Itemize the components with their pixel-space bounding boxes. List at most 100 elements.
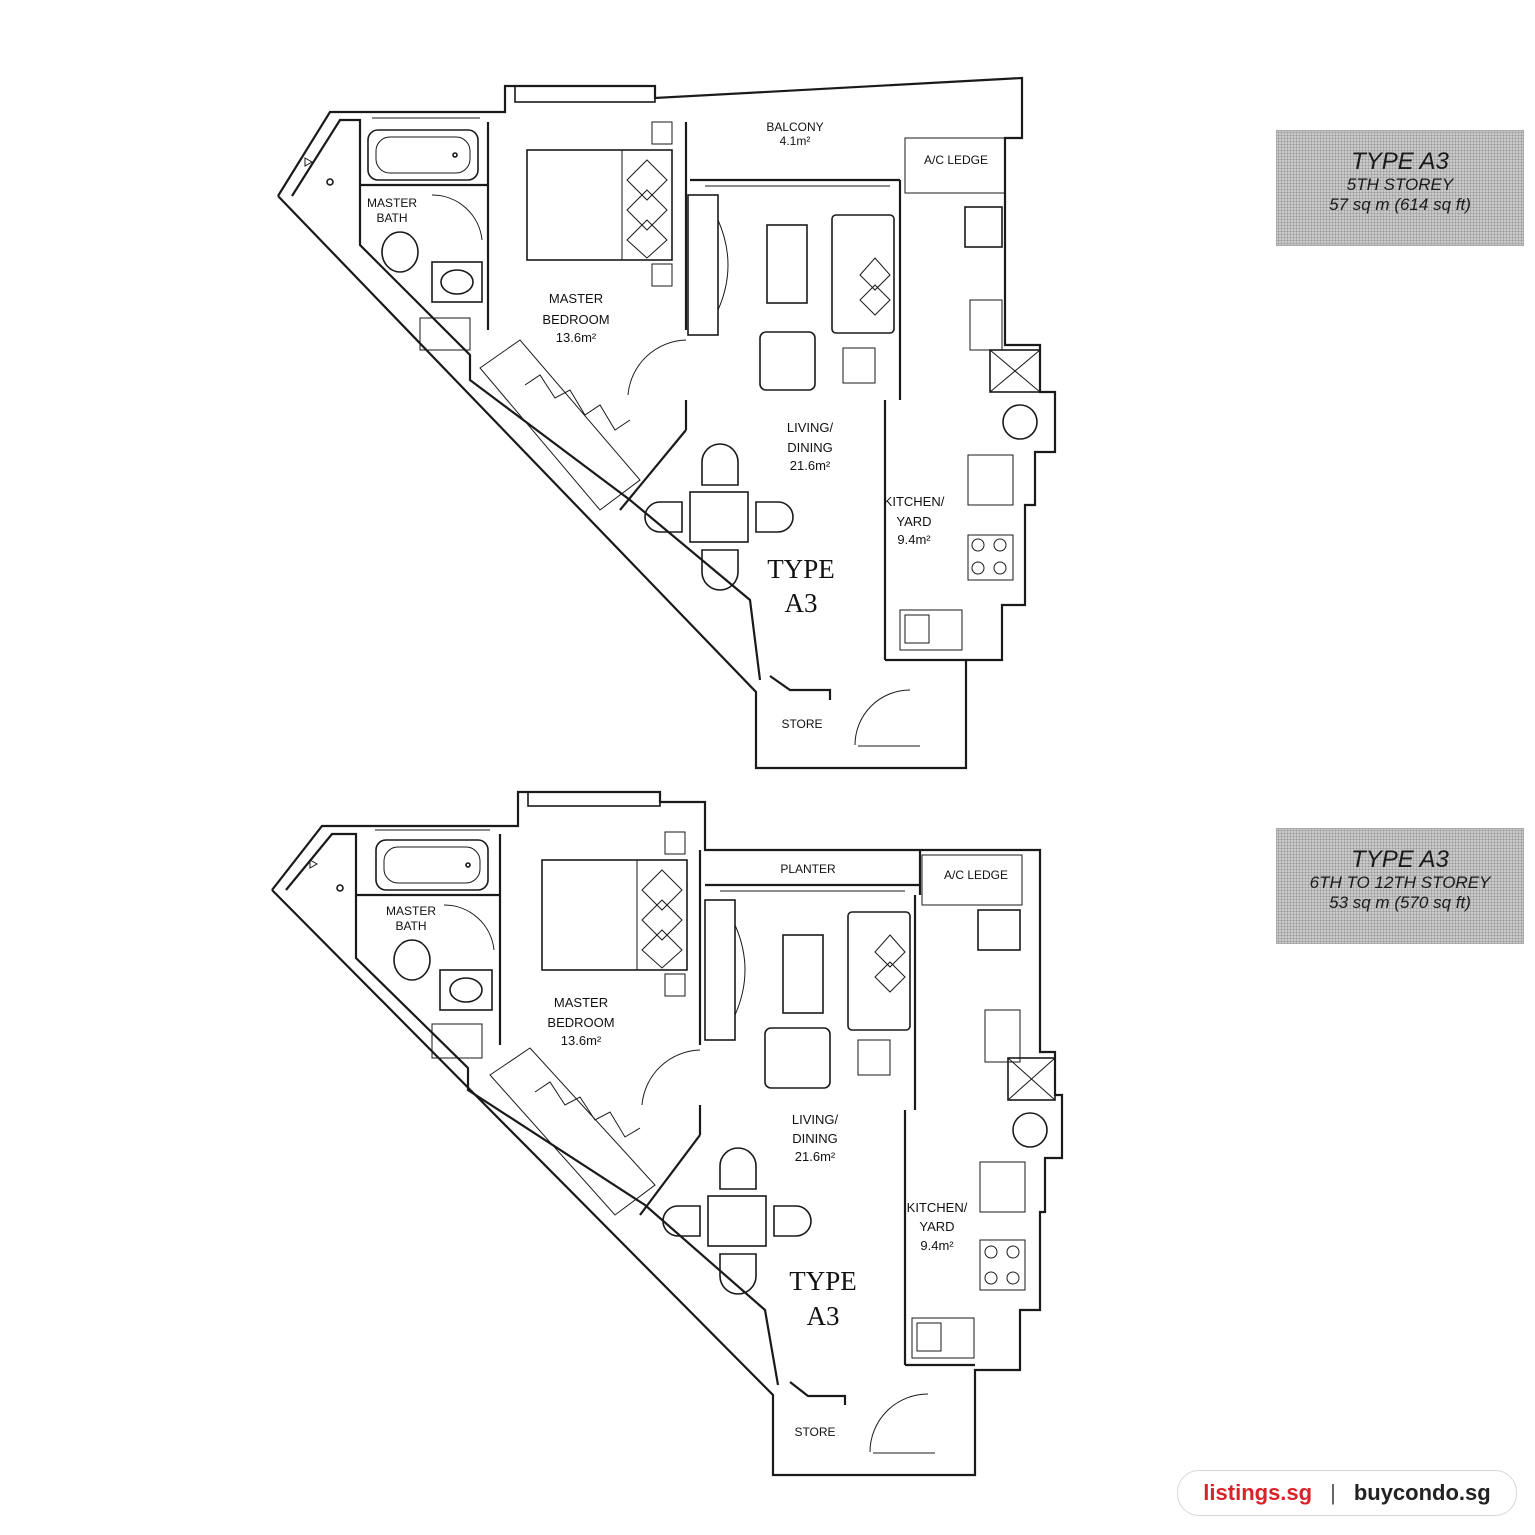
tv-cabinet xyxy=(704,899,736,1041)
burner xyxy=(1006,1271,1020,1285)
side-table xyxy=(664,973,686,997)
wardrobe xyxy=(524,374,631,431)
shower xyxy=(336,884,344,892)
coffee-table xyxy=(782,934,824,1014)
living-dining-label: DINING xyxy=(787,440,833,455)
fridge xyxy=(977,909,1021,951)
cabinet xyxy=(984,1009,1021,1063)
sink xyxy=(911,1317,975,1359)
hob xyxy=(967,534,1014,581)
plate-title: TYPE A3 xyxy=(1351,148,1449,175)
counter xyxy=(967,454,1014,506)
store-label: STORE xyxy=(794,1425,835,1439)
type-label: TYPE xyxy=(789,1266,857,1296)
brand-link-buycondo[interactable]: buycondo.sg xyxy=(1353,1480,1491,1505)
kitchen-yard-label: KITCHEN/ xyxy=(907,1200,968,1215)
chair xyxy=(701,443,739,486)
living-dining-label: DINING xyxy=(792,1131,838,1146)
pillow xyxy=(641,869,683,911)
basin-counter xyxy=(431,261,483,303)
wardrobe xyxy=(489,1047,656,1216)
basin xyxy=(449,977,483,1003)
basin-counter xyxy=(439,969,493,1011)
burner xyxy=(971,561,985,575)
brand-separator: | xyxy=(1330,1480,1336,1505)
chair xyxy=(755,501,794,533)
brand-link-listings[interactable]: listings.sg xyxy=(1203,1480,1313,1505)
pillow xyxy=(626,219,668,259)
burner xyxy=(984,1245,998,1259)
master-bedroom-label: BEDROOM xyxy=(542,312,609,327)
pillow xyxy=(626,189,668,231)
planter-label: PLANTER xyxy=(780,862,836,876)
brand-badge: listings.sg | buycondo.sg xyxy=(1177,1470,1517,1516)
plate-title: TYPE A3 xyxy=(1351,846,1449,873)
master-bedroom-label: BEDROOM xyxy=(547,1015,614,1030)
chair xyxy=(773,1205,812,1237)
pillow xyxy=(641,899,683,941)
door-swing xyxy=(641,1049,701,1106)
cushion xyxy=(859,284,891,316)
bathtub xyxy=(375,839,489,891)
master-bath-label: MASTER xyxy=(367,196,417,210)
side-table xyxy=(857,1039,891,1076)
pillow xyxy=(641,929,683,969)
kitchen-yard-area: 9.4m² xyxy=(897,532,931,547)
chair xyxy=(701,549,739,591)
balcony-label: BALCONY xyxy=(766,120,823,134)
kitchen-yard-area: 9.4m² xyxy=(920,1238,954,1253)
washing-machine xyxy=(1007,1057,1056,1101)
washing-machine xyxy=(989,349,1041,393)
dining-table xyxy=(689,491,749,543)
master-bath-label: MASTER xyxy=(386,904,436,918)
hob xyxy=(979,1239,1026,1291)
wall xyxy=(619,429,687,511)
wardrobe xyxy=(479,339,641,511)
dryer xyxy=(1012,1112,1048,1148)
bed xyxy=(526,149,673,261)
cabinet xyxy=(969,299,1003,351)
ac-ledge xyxy=(904,137,1006,194)
chair xyxy=(644,501,683,533)
cabinet xyxy=(419,317,471,351)
plate-size: 53 sq m (570 sq ft) xyxy=(1329,893,1471,912)
window xyxy=(514,85,656,103)
floor-plan-5th-storey: BALCONY 4.1m² A/C LEDGE MASTER BATH MAST… xyxy=(277,76,1057,770)
master-bath-label: BATH xyxy=(376,211,407,225)
door-swing xyxy=(443,904,495,951)
pillow xyxy=(626,159,668,201)
tv-cabinet xyxy=(687,194,719,336)
shower xyxy=(309,859,319,869)
side-table xyxy=(664,831,686,855)
dryer xyxy=(1002,404,1038,440)
shower xyxy=(326,178,334,186)
type-label: TYPE xyxy=(767,554,835,584)
master-bedroom-label: MASTER xyxy=(549,291,603,306)
door-swing xyxy=(854,689,911,746)
master-bedroom-area: 13.6m² xyxy=(556,330,597,345)
type-plate-5th-storey: TYPE A3 5TH STOREY 57 sq m (614 sq ft) xyxy=(1276,130,1524,246)
type-plate-6th-to-12th-storey: TYPE A3 6TH TO 12TH STOREY 53 sq m (570 … xyxy=(1276,828,1524,944)
chair xyxy=(719,1253,757,1295)
chair xyxy=(719,1147,757,1190)
shower xyxy=(304,157,314,167)
store-label: STORE xyxy=(781,717,822,731)
basin xyxy=(440,269,474,295)
outer-wall xyxy=(277,76,1057,770)
living-dining-area: 21.6m² xyxy=(795,1149,836,1164)
tv xyxy=(734,924,746,1016)
door-swing xyxy=(627,339,687,396)
sink xyxy=(899,609,963,651)
window xyxy=(527,791,661,807)
door-swing xyxy=(869,1393,929,1453)
master-bedroom-label: MASTER xyxy=(554,995,608,1010)
side-table xyxy=(842,347,876,384)
sink-bowl xyxy=(916,1322,942,1352)
ac-ledge-label: A/C LEDGE xyxy=(944,868,1008,882)
type-label: A3 xyxy=(807,1301,840,1331)
wardrobe xyxy=(534,1081,641,1138)
burner xyxy=(984,1271,998,1285)
toilet xyxy=(381,231,419,273)
inner-wall-diagonal xyxy=(285,832,780,1386)
fridge xyxy=(964,206,1003,248)
